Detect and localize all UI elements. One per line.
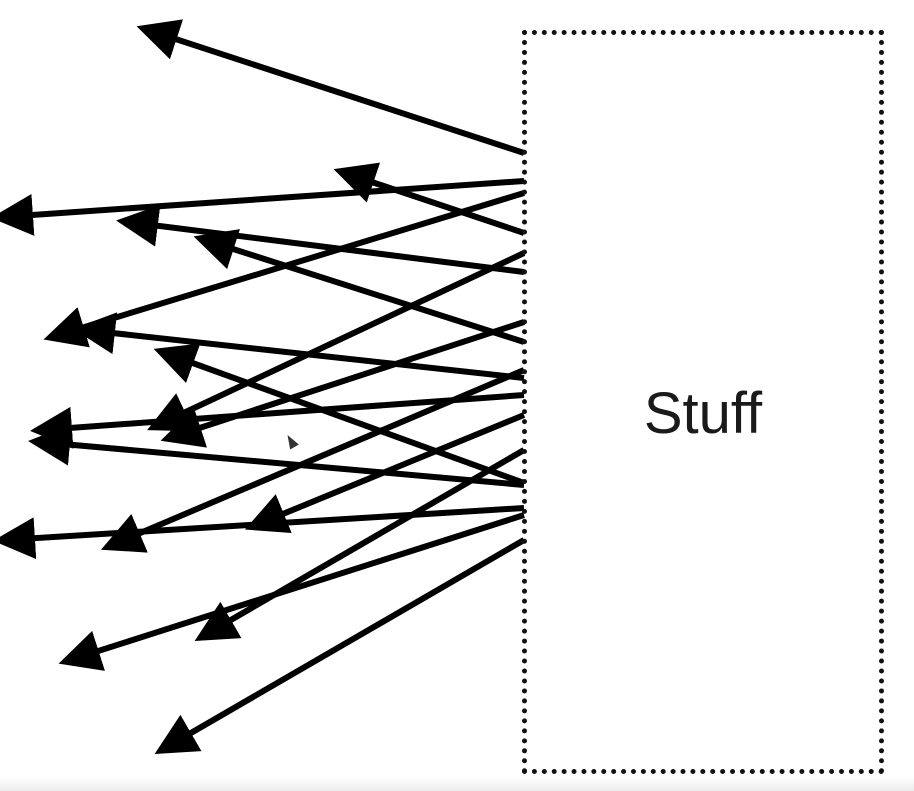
stuff-label: Stuff [643, 381, 763, 446]
arrow-17 [58, 512, 525, 671]
arrow-3 [333, 162, 525, 236]
stuff-box: Stuff [522, 30, 884, 774]
arrow-5 [193, 229, 525, 345]
arrow-16 [194, 447, 526, 642]
arrow-2 [0, 178, 525, 236]
arrow-18 [154, 537, 526, 755]
arrow-12 [153, 343, 526, 486]
bottom-bar [0, 777, 914, 791]
arrow-11 [28, 423, 525, 488]
arrow-14 [244, 412, 526, 534]
arrow-15 [0, 505, 525, 560]
arrow-13 [100, 367, 526, 553]
arrow-4 [116, 204, 525, 275]
arrow-1 [136, 19, 525, 156]
arrow-10 [30, 392, 525, 449]
arrow-6 [43, 190, 525, 348]
arrow-8 [147, 250, 526, 432]
